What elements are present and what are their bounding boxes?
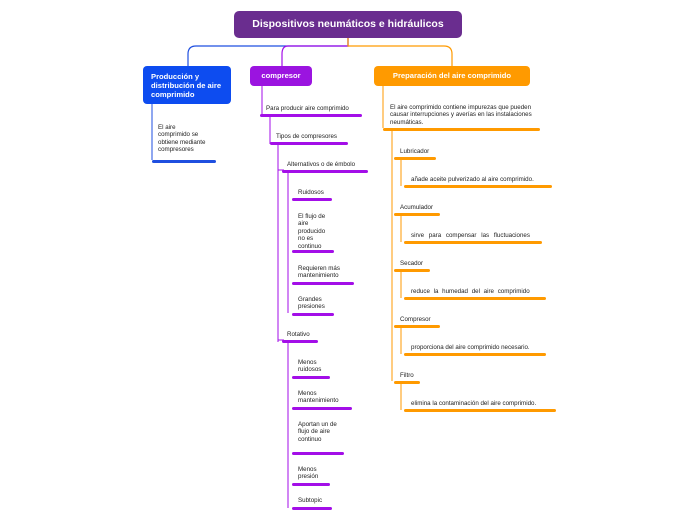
compresor-purpose[interactable]: Para producir aire comprimido <box>266 105 349 112</box>
rotativo-item[interactable]: Aportan un de flujo de aire continuo <box>298 421 337 443</box>
preparacion-item-name[interactable]: Secador <box>400 260 424 267</box>
root-topic-title: Dispositivos neumáticos e hidráulicos <box>252 18 444 30</box>
produccion-note[interactable]: El aire comprimido se obtiene mediante c… <box>158 124 206 154</box>
alternativos-item[interactable]: El flujo de aire producido no es continu… <box>298 213 326 250</box>
preparacion-item-name[interactable]: Acumulador <box>400 204 434 211</box>
alternativos-item-underline <box>292 198 332 201</box>
rotativo-item[interactable]: Menos presión <box>298 466 319 481</box>
branch-preparacion[interactable]: Preparación del aire comprimido <box>374 66 530 86</box>
compresor-purpose-underline <box>260 114 362 117</box>
branch-compresor-title: compresor <box>261 71 301 80</box>
rotativo-item[interactable]: Subtopic <box>298 497 323 504</box>
preparacion-desc-underline <box>404 241 542 244</box>
compresor-types-underline <box>270 142 348 145</box>
rotativo-item-underline <box>292 507 332 510</box>
preparacion-item-desc[interactable]: elimina la contaminación del aire compri… <box>411 400 537 407</box>
compresor-types-label[interactable]: Tipos de compresores <box>276 133 337 140</box>
preparacion-item-name[interactable]: Lubricador <box>400 148 430 155</box>
rotativo-label[interactable]: Rotativo <box>287 331 310 338</box>
rotativo-item[interactable]: Menos mantenimiento <box>298 390 339 405</box>
preparacion-item-underline <box>394 157 436 160</box>
alternativos-item-underline <box>292 282 354 285</box>
alternativos-item-underline <box>292 313 334 316</box>
preparacion-item-name[interactable]: Filtro <box>400 372 414 379</box>
root-topic[interactable]: Dispositivos neumáticos e hidráulicos <box>234 11 462 38</box>
preparacion-item-desc[interactable]: añade aceite pulverizado al aire comprim… <box>411 176 534 183</box>
branch-produccion-title: Producción y distribución de aire compri… <box>151 72 222 100</box>
rotativo-item-underline <box>292 376 330 379</box>
branch-produccion[interactable]: Producción y distribución de aire compri… <box>143 66 231 104</box>
rotativo-item[interactable]: Menos ruidosos <box>298 359 322 374</box>
alternativos-underline <box>282 170 368 173</box>
preparacion-desc-underline <box>404 353 546 356</box>
alternativos-item[interactable]: Ruidosos <box>298 189 324 196</box>
preparacion-item-name[interactable]: Compresor <box>400 316 431 323</box>
rotativo-item-underline <box>292 407 352 410</box>
branch-compresor[interactable]: compresor <box>250 66 312 86</box>
rotativo-item-underline <box>292 452 344 455</box>
preparacion-item-underline <box>394 325 440 328</box>
preparacion-desc-underline <box>404 409 556 412</box>
alternativos-item[interactable]: Requieren más mantenimiento <box>298 265 340 280</box>
alternativos-item[interactable]: Grandes presiones <box>298 296 325 311</box>
preparacion-item-desc[interactable]: reduce la humedad del aire comprimido <box>411 288 530 295</box>
preparacion-intro-underline <box>383 128 540 131</box>
preparacion-desc-underline <box>404 297 546 300</box>
rotativo-underline <box>282 340 318 343</box>
preparacion-intro[interactable]: El aire comprimido contiene impurezas qu… <box>390 104 532 126</box>
preparacion-desc-underline <box>404 185 552 188</box>
produccion-note-underline <box>152 160 216 163</box>
preparacion-item-underline <box>394 213 440 216</box>
alternativos-label[interactable]: Alternativos o de émbolo <box>287 161 356 168</box>
preparacion-item-desc[interactable]: proporciona del aire comprimido necesari… <box>411 344 530 351</box>
alternativos-item-underline <box>292 250 334 253</box>
branch-preparacion-title: Preparación del aire comprimido <box>392 71 512 80</box>
preparacion-item-desc[interactable]: sirve para compensar las fluctuaciones <box>411 232 530 239</box>
preparacion-item-underline <box>394 381 420 384</box>
rotativo-item-underline <box>292 483 330 486</box>
preparacion-item-underline <box>394 269 430 272</box>
